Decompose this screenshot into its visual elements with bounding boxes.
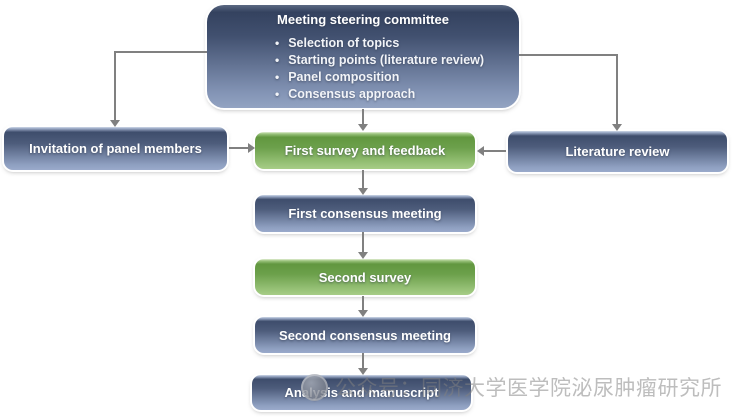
arrowhead-left-icon xyxy=(477,146,484,156)
arrow-line xyxy=(362,232,364,252)
bullet-dot-icon: • xyxy=(275,36,280,50)
arrow-line xyxy=(616,54,618,124)
arrow-first-consensus-to-second-survey xyxy=(357,232,369,259)
box-label: First consensus meeting xyxy=(288,206,442,221)
box-label: Second consensus meeting xyxy=(279,327,451,343)
arrow-committee-to-literature xyxy=(611,54,623,131)
arrowhead-down-icon xyxy=(358,310,368,317)
literature-review-box: Literature review xyxy=(508,131,727,172)
second-survey-box: Second survey xyxy=(255,259,475,295)
arrow-line xyxy=(229,147,248,149)
bullet-dot-icon: • xyxy=(275,70,280,84)
invitation-panel-members-box: Invitation of panel members xyxy=(4,127,227,170)
arrow-first-survey-to-first-consensus xyxy=(357,170,369,195)
steering-committee-box: Meeting steering committee • Selection o… xyxy=(207,5,519,108)
bullet-text: Selection of topics xyxy=(288,36,400,50)
arrowhead-down-icon xyxy=(358,252,368,259)
arrow-line xyxy=(362,353,364,368)
arrowhead-down-icon xyxy=(358,368,368,375)
bullet-dot-icon: • xyxy=(275,53,280,67)
steering-committee-title: Meeting steering committee xyxy=(277,12,449,27)
watermark: 公众号：同济大学医学院泌尿肿瘤研究所 xyxy=(301,372,722,402)
arrow-line xyxy=(362,170,364,188)
connector-left-horizontal xyxy=(115,51,207,53)
bullet-item: • Starting points (literature review) xyxy=(275,52,519,69)
arrowhead-down-icon xyxy=(612,124,622,131)
second-consensus-meeting-box: Second consensus meeting xyxy=(255,317,475,353)
arrow-invitation-to-first-survey xyxy=(229,142,255,154)
first-survey-feedback-box: First survey and feedback xyxy=(255,132,475,169)
box-label: Invitation of panel members xyxy=(29,141,202,156)
bullet-text: Starting points (literature review) xyxy=(288,53,485,67)
arrowhead-down-icon xyxy=(358,188,368,195)
arrow-literature-to-first-survey xyxy=(477,145,506,157)
bullet-text: Panel composition xyxy=(288,70,400,84)
steering-committee-bullet-list: • Selection of topics • Starting points … xyxy=(207,35,519,103)
official-account-logo-icon xyxy=(301,373,328,401)
arrow-line xyxy=(484,150,506,152)
bullet-dot-icon: • xyxy=(275,87,280,101)
watermark-text: 公众号：同济大学医学院泌尿肿瘤研究所 xyxy=(335,376,722,400)
bullet-item: • Panel composition xyxy=(275,69,519,86)
arrow-second-survey-to-second-consensus xyxy=(357,296,369,317)
bullet-item: • Selection of topics xyxy=(275,35,519,52)
arrow-committee-to-invitation xyxy=(109,51,121,127)
connector-right-horizontal xyxy=(519,54,617,56)
arrowhead-down-icon xyxy=(358,124,368,131)
box-label: Second survey xyxy=(318,269,412,285)
arrow-line xyxy=(114,51,116,120)
first-consensus-meeting-box: First consensus meeting xyxy=(255,195,475,232)
bullet-text: Consensus approach xyxy=(288,87,416,101)
arrow-second-consensus-to-analysis xyxy=(357,353,369,375)
arrow-line xyxy=(362,296,364,310)
box-label: Literature review xyxy=(565,144,670,159)
arrowhead-right-icon xyxy=(248,143,255,153)
arrow-committee-to-first-survey xyxy=(357,109,369,131)
box-label: First survey and feedback xyxy=(284,143,446,158)
bullet-item: • Consensus approach xyxy=(275,86,519,103)
arrow-line xyxy=(362,109,364,124)
arrowhead-down-icon xyxy=(110,120,120,127)
